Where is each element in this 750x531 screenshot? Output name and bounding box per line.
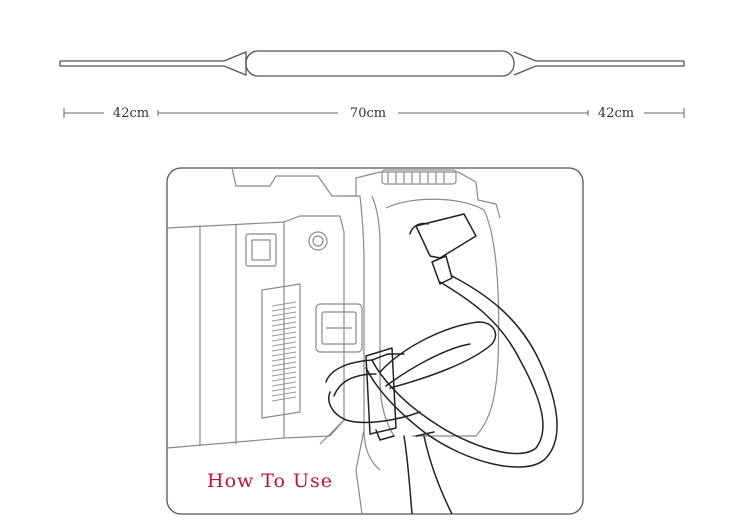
strap-in-use (325, 213, 558, 514)
usage-illustration-frame (166, 167, 584, 515)
dimension-line (63, 108, 685, 118)
dimension-center-label: 70cm (350, 106, 386, 121)
camera-illustration (167, 168, 501, 514)
dimension-left-label: 42cm (113, 106, 149, 121)
dimension-right-label: 42cm (598, 106, 634, 121)
strap-overview (59, 50, 685, 77)
how-to-use-caption: How To Use (207, 470, 333, 492)
shoulder-pad (245, 50, 515, 77)
